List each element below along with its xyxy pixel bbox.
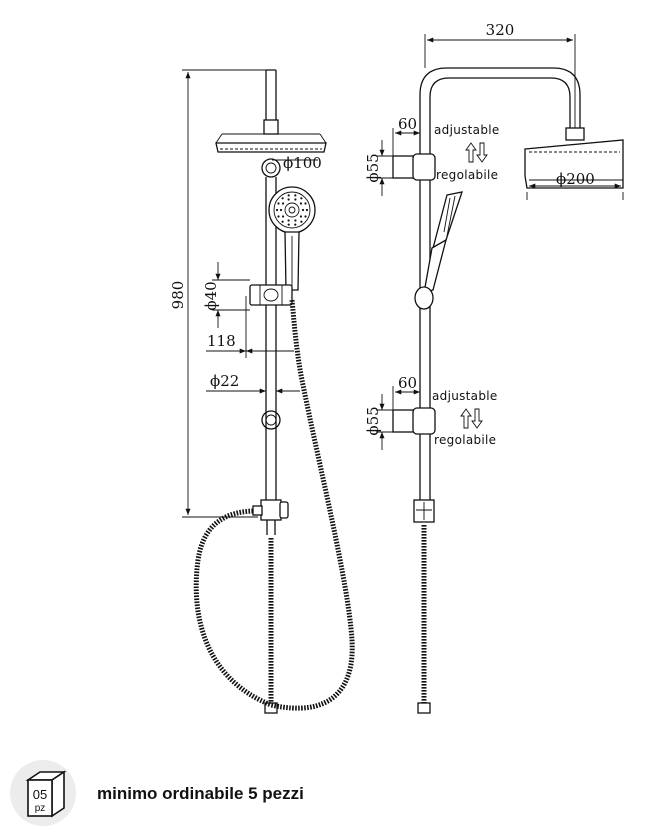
nozzle-dot <box>282 215 285 218</box>
rain-arm-joint <box>263 119 279 135</box>
width-top-label: 320 <box>486 21 515 39</box>
hose-connector <box>252 505 263 516</box>
nozzle-dot <box>281 197 284 200</box>
nozzle-dot <box>294 198 297 201</box>
nozzle-dot <box>294 194 297 197</box>
side-bracket-top-clamp <box>412 153 436 181</box>
arrow-up-icon <box>460 408 472 429</box>
nozzle-dot <box>282 202 285 205</box>
side-arm-outer <box>419 67 581 500</box>
hand-shower-side <box>430 191 463 254</box>
nozzle-dot <box>299 202 302 205</box>
side-inlet-nut <box>417 702 431 714</box>
hand-shower-head <box>268 186 316 234</box>
order-footer: 05 pz minimo ordinabile 5 pezzi <box>0 756 645 839</box>
bracket-depth-top-label: 60 <box>398 115 417 133</box>
nozzle-dot <box>304 215 307 218</box>
nozzle-dot <box>281 220 284 223</box>
side-arm-joint <box>565 127 585 141</box>
arrow-down-icon <box>476 142 488 163</box>
front-dimensions: 980 ϕ100 ϕ40 118 ϕ22 <box>169 69 322 518</box>
front-view <box>193 69 355 714</box>
rain-head-front-label: ϕ100 <box>283 154 322 172</box>
adjustable-bottom-text: adjustable <box>432 389 498 403</box>
rain-head-front <box>215 142 327 153</box>
technical-drawing: 980 ϕ100 ϕ40 118 ϕ22 <box>169 21 624 714</box>
box-icon: 05 pz <box>25 770 67 818</box>
height-total-label: 980 <box>169 281 187 310</box>
slider-diameter-label: ϕ40 <box>202 281 220 310</box>
bar-ring-bottom <box>261 410 281 430</box>
nozzle-dot <box>294 219 297 222</box>
regolabile-bottom-text: regolabile <box>434 433 496 447</box>
qty-number: 05 <box>33 787 47 802</box>
spray-nozzles <box>275 194 309 226</box>
nozzle-dot <box>299 215 302 218</box>
inlet-nut <box>264 702 278 714</box>
arrow-down-icon <box>471 408 483 429</box>
nozzle-dot <box>287 194 290 197</box>
diverter-knob <box>279 501 289 519</box>
bar-ring-top <box>261 158 281 178</box>
nozzle-dot <box>275 208 279 212</box>
bracket-depth-bottom-label: 60 <box>398 374 417 392</box>
nozzle-dot <box>300 197 303 200</box>
nozzle-dot <box>279 208 283 212</box>
bracket-height-top-label: ϕ55 <box>364 153 382 182</box>
minimum-order-text: minimo ordinabile 5 pezzi <box>97 784 304 803</box>
side-slider <box>414 286 434 310</box>
bracket-offset-label: 118 <box>207 332 236 350</box>
nozzle-dot <box>301 208 305 212</box>
regolabile-top-text: regolabile <box>436 168 498 182</box>
side-arm-inner <box>429 77 571 500</box>
nozzle-dot <box>287 219 290 222</box>
adjustable-note-bottom: adjustable regolabile <box>432 389 498 447</box>
diverter <box>260 499 282 521</box>
slider-block <box>249 284 293 306</box>
bar-diameter-label: ϕ22 <box>210 372 239 390</box>
nozzle-dot <box>277 215 280 218</box>
side-bracket-bottom-clamp <box>412 407 436 435</box>
nozzle-dot <box>277 202 280 205</box>
rain-head-side-label: ϕ200 <box>556 170 595 188</box>
hand-shower-side-handle <box>423 238 448 294</box>
adjustable-top-text: adjustable <box>434 123 500 137</box>
rain-arm <box>265 69 277 120</box>
nozzle-dot <box>287 223 290 226</box>
nozzle-dot <box>294 223 297 226</box>
side-view <box>392 67 624 714</box>
adjustable-note-top: adjustable regolabile <box>434 123 500 182</box>
nozzle-dot <box>287 198 290 201</box>
nozzle-dot <box>305 208 309 212</box>
nozzle-dot <box>300 220 303 223</box>
shower-hose <box>193 299 355 711</box>
arrow-up-icon <box>465 142 477 163</box>
bracket-height-bottom-label: ϕ55 <box>364 406 382 435</box>
qty-unit: pz <box>35 803 46 814</box>
nozzle-dot <box>304 202 307 205</box>
side-dimensions: 320 60 ϕ55 ϕ200 60 ϕ55 <box>364 21 624 450</box>
